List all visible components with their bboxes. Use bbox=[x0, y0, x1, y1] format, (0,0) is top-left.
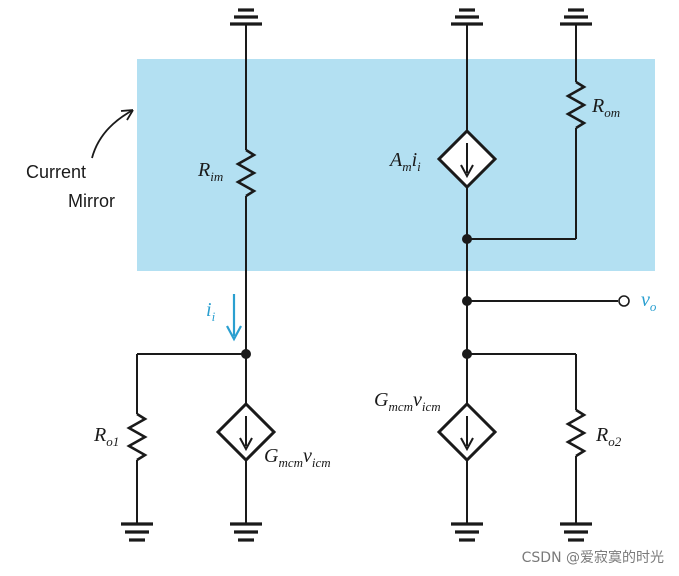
mirror-pointer-arrow bbox=[91, 109, 134, 159]
mirror-label-line2: Mirror bbox=[68, 191, 115, 211]
resistor-r-o2 bbox=[565, 408, 587, 458]
label-i-i: ii bbox=[206, 299, 216, 324]
source-arrowhead-right bbox=[460, 437, 474, 452]
label-r-om: Rom bbox=[591, 95, 620, 120]
ground-ro1 bbox=[121, 522, 153, 542]
label-r-im: Rim bbox=[197, 159, 223, 184]
label-r-o1: Ro1 bbox=[93, 424, 119, 449]
label-am-ii: Amii bbox=[388, 149, 421, 174]
label-v-o: vo bbox=[641, 289, 657, 314]
ground-ro2 bbox=[560, 522, 592, 542]
source-arrowhead-left bbox=[239, 437, 253, 452]
ground-top-right bbox=[560, 8, 592, 26]
ground-top-left bbox=[230, 8, 262, 26]
node-mirror-out bbox=[462, 234, 472, 244]
resistor-r-om bbox=[565, 80, 587, 130]
mirror-label-line1: Current bbox=[26, 162, 86, 182]
mirror-pointer-arrowhead bbox=[120, 109, 134, 121]
resistor-r-im bbox=[235, 148, 257, 198]
label-r-o2: Ro2 bbox=[595, 424, 622, 449]
label-gmcm-vicm-left: Gmcmvicm bbox=[264, 445, 331, 470]
ground-g-left bbox=[230, 522, 262, 542]
source-arrowhead-am bbox=[460, 164, 474, 179]
label-gmcm-vicm-right: Gmcmvicm bbox=[374, 389, 441, 414]
ground-g-right bbox=[451, 522, 483, 542]
resistor-r-o1 bbox=[126, 412, 148, 462]
watermark: CSDN @爱寂寞的时光 bbox=[522, 550, 664, 566]
output-terminal bbox=[618, 295, 630, 307]
ground-top-middle bbox=[451, 8, 483, 26]
current-arrowhead-ii bbox=[226, 325, 242, 342]
